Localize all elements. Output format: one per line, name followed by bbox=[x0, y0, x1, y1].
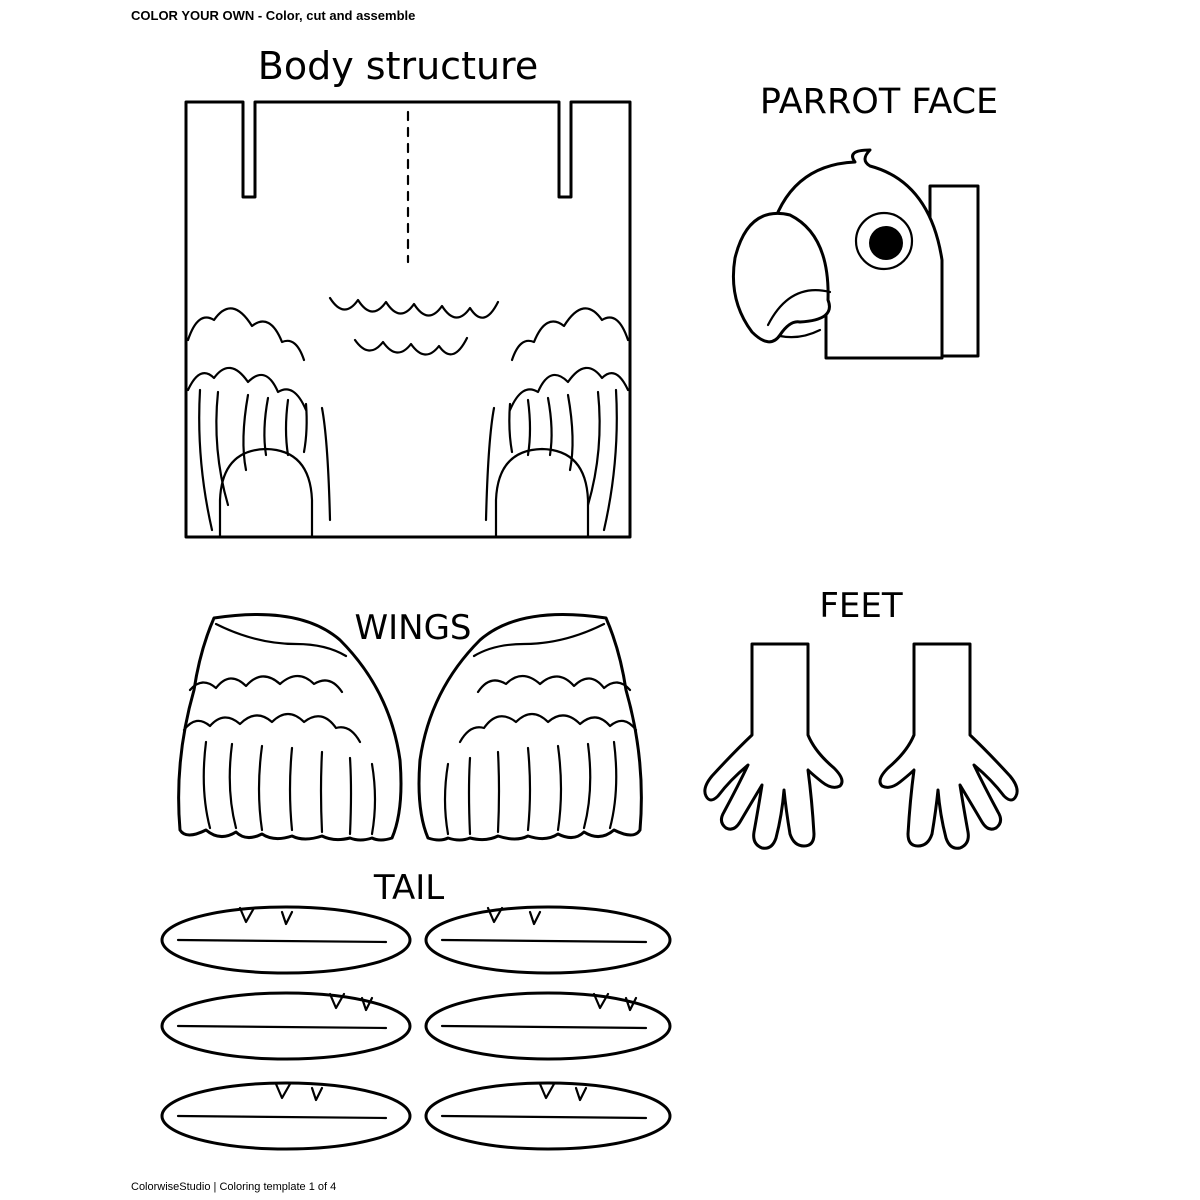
parrot-face-piece bbox=[731, 148, 980, 360]
body-structure-piece bbox=[184, 100, 632, 539]
left-foot-piece bbox=[703, 642, 844, 850]
right-foot-piece bbox=[878, 642, 1019, 850]
left-wing-piece bbox=[177, 613, 403, 842]
parrot-face-title: PARROT FACE bbox=[759, 82, 999, 122]
tail-feather-4 bbox=[424, 991, 672, 1061]
page-header: COLOR YOUR OWN - Color, cut and assemble bbox=[131, 8, 416, 23]
tail-feather-2 bbox=[424, 905, 672, 975]
body-structure-title: Body structure bbox=[257, 44, 539, 88]
tail-feather-6 bbox=[424, 1081, 672, 1151]
feet-title: FEET bbox=[819, 586, 903, 626]
tail-title: TAIL bbox=[373, 868, 445, 908]
tail-feather-3 bbox=[160, 991, 412, 1061]
tail-feather-5 bbox=[160, 1081, 412, 1151]
right-wing-piece bbox=[417, 613, 643, 842]
page-footer: ColorwiseStudio | Coloring template 1 of… bbox=[131, 1181, 337, 1193]
tail-feather-1 bbox=[160, 905, 412, 975]
wings-title: WINGS bbox=[354, 608, 472, 648]
